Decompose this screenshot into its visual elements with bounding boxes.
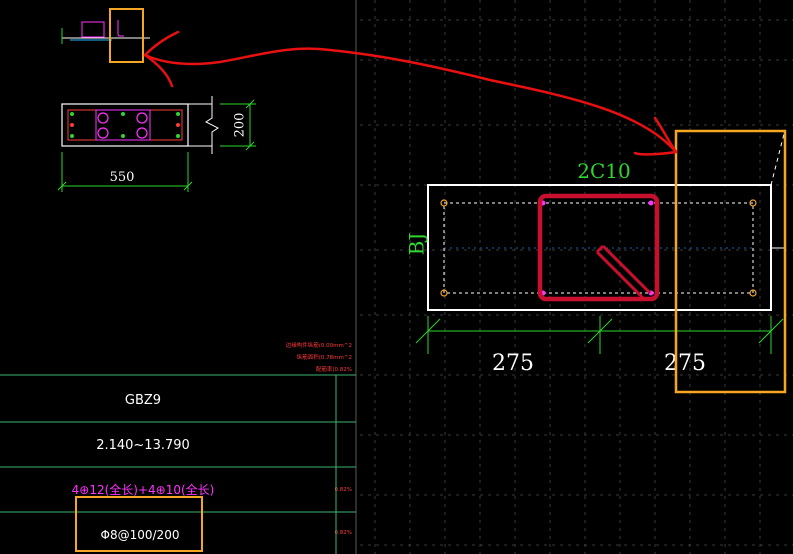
highlight-box-end-zone [674,129,787,394]
rebar-point [749,289,757,297]
side-note-2: 0.82% [335,530,352,536]
dim-left-label: 275 [492,351,534,376]
rebar-point [440,289,448,297]
annotation-arrow [143,30,678,156]
table-stirrup: Φ8@100/200 [101,528,180,542]
dim-height-label: 200 [233,113,248,138]
mini-section-icon [61,20,150,44]
column-schedule-table: GBZ9 2.140~13.790 4⊕12(全长)+4⊕10(全长) Φ8@1… [0,374,356,554]
side-note-1: 0.82% [335,487,352,493]
dim-right-label: 275 [664,351,706,376]
note-line-3: 配筋率(0.82% [316,365,352,373]
rebar-label: 2C10 [577,159,630,183]
rebar-point [749,199,757,207]
highlight-box-stirrup [75,496,203,552]
side-label: BJ [405,233,429,256]
dim-width-label: 550 [110,170,135,185]
table-longitudinal-bars: 4⊕12(全长)+4⊕10(全长) [72,482,215,497]
reinforcement-notes: 边缘构件纵筋(0.00mm^2 纵筋面积(0.78mm^2 配筋率(0.82% … [286,341,352,536]
note-line-2: 纵筋面积(0.78mm^2 [297,353,352,361]
left-section-detail: 200 550 [57,96,256,192]
highlight-box-icon [109,8,144,63]
note-line-1: 边缘构件纵筋(0.00mm^2 [286,341,352,349]
table-name: GBZ9 [125,393,161,408]
section-outline [61,103,189,147]
rebar-point [440,199,448,207]
right-section-detail: 2C10 BJ 275 275 [405,129,786,376]
break-line [205,96,219,154]
tie-highlight-box [537,193,660,302]
rebar-point [648,200,654,206]
table-elevation: 2.140~13.790 [96,438,190,453]
